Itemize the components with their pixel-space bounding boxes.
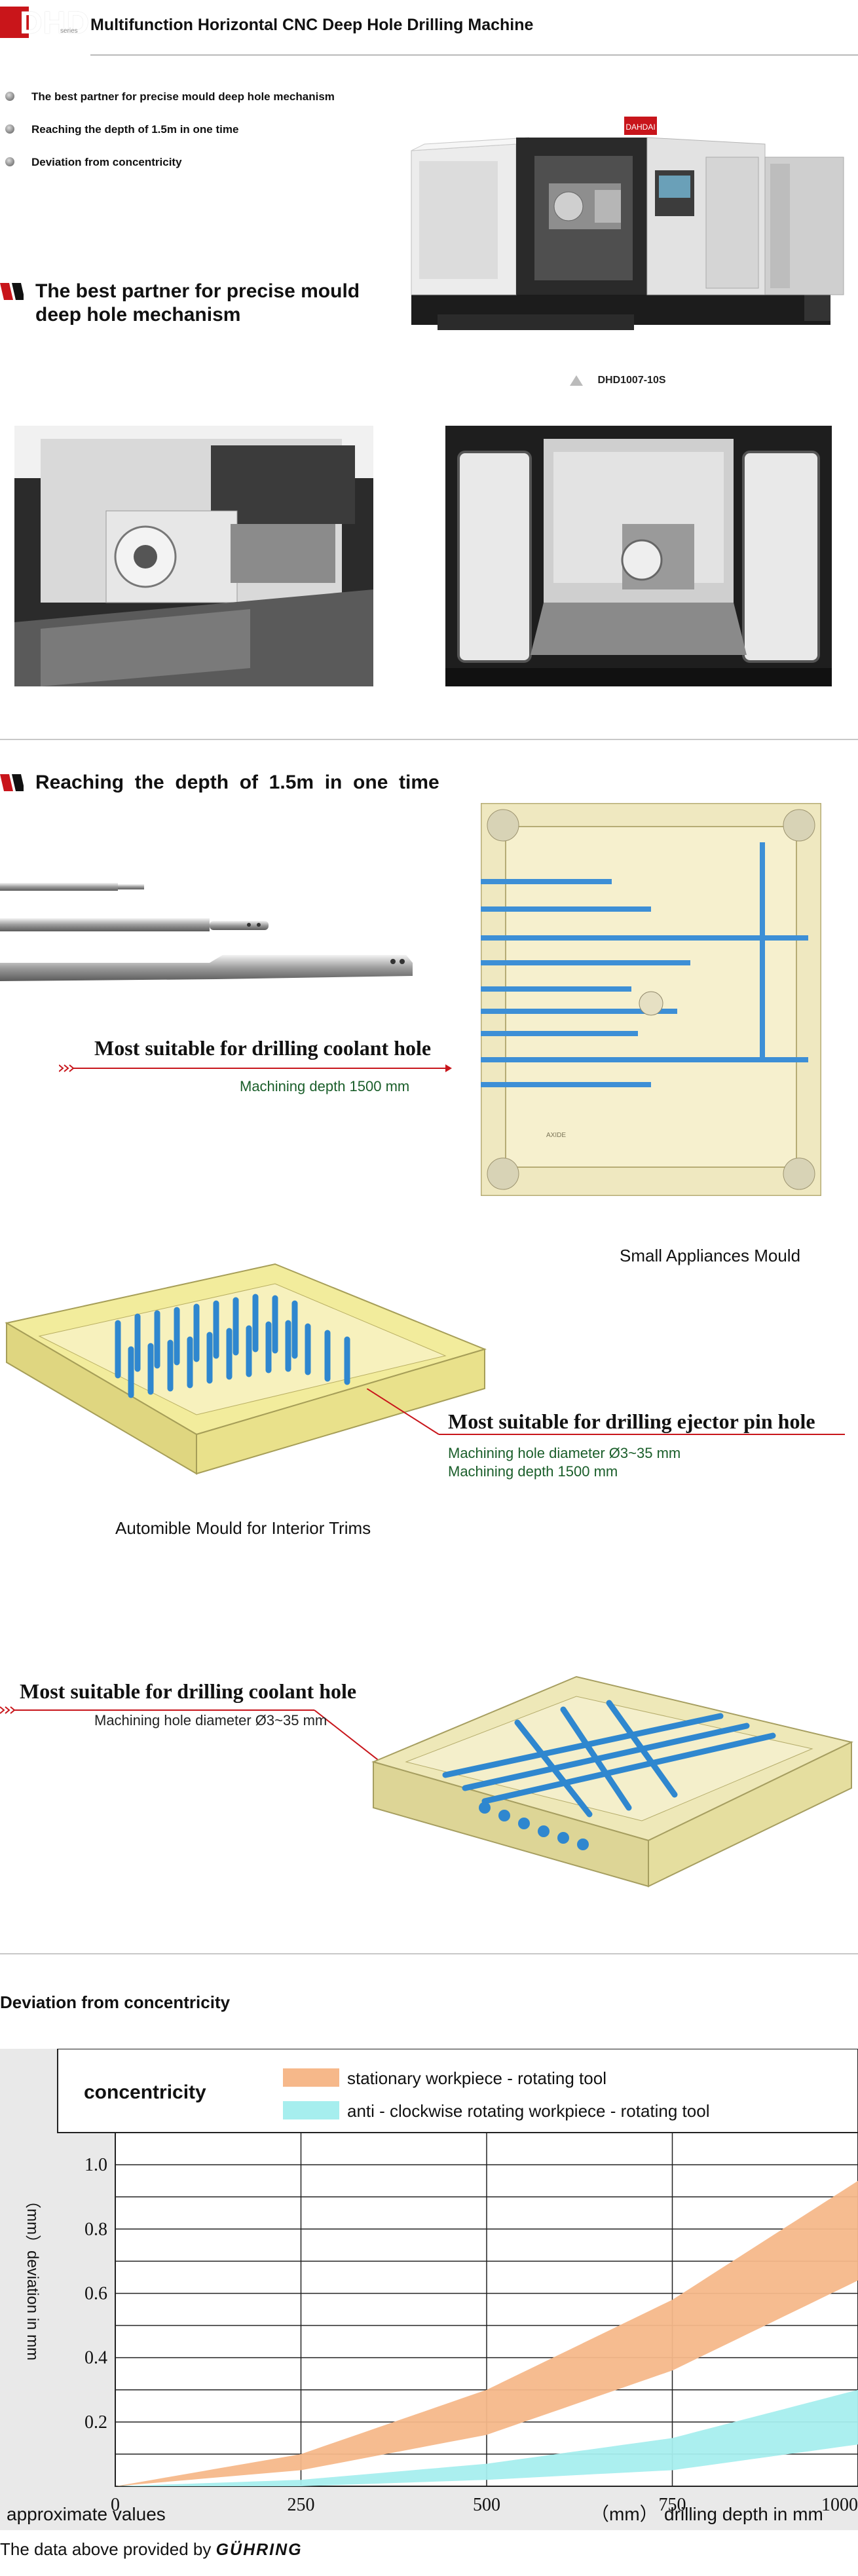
callout-ejector-title: Most suitable for drilling ejector pin h… (448, 1409, 815, 1433)
machine-photo: DAHDAI (398, 98, 858, 347)
logo-tile (0, 7, 29, 38)
concentricity-chart-svg: concentricity stationary workpiece - rot… (7, 2048, 858, 2524)
callout-ejector-sub-1: Machining hole diameter Ø3~35 mm (448, 1445, 681, 1461)
legend-label-stationary: stationary workpiece - rotating tool (347, 2068, 606, 2088)
section-marker-icon (0, 774, 24, 791)
legend-swatch-stationary (283, 2068, 339, 2087)
x-axis-label: drilling depth in mm (664, 2504, 823, 2524)
callout-coolant-sub: Machining depth 1500 mm (240, 1078, 410, 1094)
heading-line-2: deep hole mechanism (35, 304, 241, 326)
feature-text: Reaching the depth of 1.5m in one time (31, 123, 239, 136)
section-divider (0, 1953, 858, 1954)
x-axis-prefix: （mm） (591, 2504, 658, 2524)
guhring-logo: GÜHRING (215, 2541, 303, 2559)
x-tick-label: 0 (111, 2495, 120, 2515)
bullet-icon (5, 92, 14, 101)
automotive-mould-image (0, 1251, 498, 1500)
x-tick-label: 250 (288, 2495, 315, 2515)
y-tick-label: 0.6 (84, 2283, 107, 2304)
logo-sub: series (60, 28, 78, 35)
x-tick-label: 750 (659, 2495, 686, 2515)
series-area-1 (115, 2389, 858, 2486)
iso-mould-ejector-pins-icon (5, 1263, 487, 1475)
red-arrow (58, 1064, 452, 1073)
section-divider (0, 739, 858, 740)
drill-tools-image (0, 871, 419, 1002)
callout-leader-line-2 (366, 1388, 845, 1441)
company-logo: DHD series (0, 0, 89, 52)
title-underline (90, 54, 858, 56)
iso-mould-coolant-channels-icon (371, 1675, 853, 1888)
mould-tag: AXIDE (546, 1132, 566, 1139)
machine-doors-open-image (445, 426, 832, 686)
page-title: Multifunction Horizontal CNC Deep Hole D… (90, 16, 534, 34)
feature-item-2: Reaching the depth of 1.5m in one time (5, 123, 239, 136)
x-tick-label: 1000 (821, 2495, 858, 2515)
callout-coolant2-title: Most suitable for drilling coolant hole (20, 1679, 357, 1703)
red-arrow-icon (58, 1064, 452, 1072)
deep-hole-drilling-machine-image: DAHDAI (411, 117, 844, 330)
model-name: DHD1007-10S (597, 375, 666, 386)
model-caption: DHD1007-10S (570, 375, 666, 386)
y-tick-label: 0.8 (84, 2219, 107, 2239)
triangle-icon (570, 375, 583, 386)
feature-text: The best partner for precise mould deep … (31, 90, 335, 103)
machine-interior-photo-2 (445, 426, 832, 686)
callout-coolant2-sub: Machining hole diameter Ø3~35 mm (94, 1712, 327, 1728)
machine-interior-photo-1 (14, 426, 373, 686)
footer-text: The data above provided by (0, 2539, 212, 2559)
y-tick-label: 1.0 (84, 2155, 107, 2175)
y-tick-label: 0.2 (84, 2412, 107, 2433)
bullet-icon (5, 157, 14, 166)
series-area-0 (115, 2180, 858, 2486)
y-tick-label: 0.4 (84, 2348, 107, 2368)
y-tick-labels: 0.2 0.4 0.6 0.8 1.0 (84, 2155, 107, 2433)
coolant-mould-image (354, 1644, 858, 1899)
y-axis-label: （mm）deviation in mm (24, 2193, 41, 2361)
mould-label-automotive: Automible Mould for Interior Trims (115, 1518, 371, 1538)
spindle-closeup-image (14, 426, 373, 686)
x-tick-label: 500 (473, 2495, 500, 2515)
mould-plate-icon: AXIDE (479, 802, 823, 1197)
chart-title: concentricity (84, 2081, 206, 2103)
series-areas (115, 2180, 858, 2486)
approximate-values-note: approximate values (7, 2504, 166, 2524)
section-marker-icon (0, 283, 24, 300)
logo-text: DHD (20, 6, 90, 41)
legend-swatch-anticlockwise (283, 2101, 339, 2119)
concentricity-chart: concentricity stationary workpiece - rot… (0, 2048, 858, 2530)
feature-item-1: The best partner for precise mould deep … (5, 90, 335, 103)
legend-label-anticlockwise: anti - clockwise rotating workpiece - ro… (347, 2101, 709, 2121)
callout-ejector-sub-2: Machining depth 1500 mm (448, 1463, 618, 1480)
feature-item-3: Deviation from concentricity (5, 156, 182, 169)
gun-drill-tools-icon (0, 883, 413, 981)
footer: The data above provided by GÜHRING (0, 2539, 303, 2560)
callout-coolant-title: Most suitable for drilling coolant hole (94, 1036, 432, 1060)
bullet-icon (5, 124, 14, 134)
mould-label-small-appliances: Small Appliances Mould (620, 1246, 801, 1265)
section1-heading: The best partner for precise mould deep … (0, 279, 367, 331)
small-appliance-mould-image: AXIDE (479, 802, 823, 1197)
x-tick-labels: 0 250 500 750 1000 (111, 2495, 858, 2515)
heading-text: Reaching the depth of 1.5m in one time (35, 772, 439, 793)
heading-line-1: The best partner for precise mould (35, 280, 360, 302)
feature-text: Deviation from concentricity (31, 156, 182, 168)
section3-heading: Deviation from concentricity (0, 1992, 231, 2012)
section2-heading: Reaching the depth of 1.5m in one time (0, 770, 458, 796)
machine-badge: DAHDAI (625, 122, 655, 132)
red-leader-icon (366, 1388, 845, 1435)
